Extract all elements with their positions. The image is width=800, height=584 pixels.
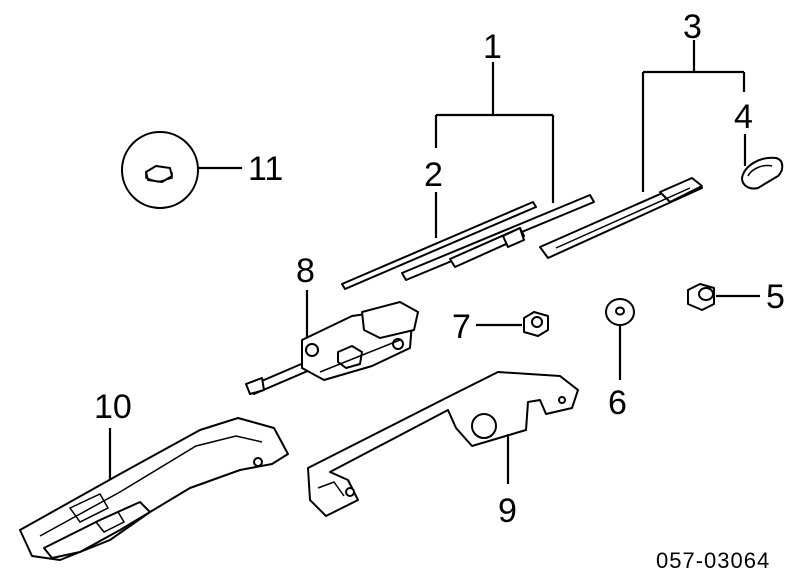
callout-6: 6 (608, 384, 627, 422)
callout-4: 4 (734, 98, 753, 136)
callout-7: 7 (452, 308, 471, 346)
bracket-1 (434, 62, 555, 203)
part-7-nut (523, 311, 549, 337)
part-4-arm-cap (741, 156, 784, 190)
part-10-motor-cover (19, 417, 289, 561)
callout-9: 9 (498, 492, 517, 530)
part-8-wiper-motor (245, 301, 419, 395)
callout-10: 10 (94, 388, 132, 426)
bracket-3 (641, 40, 746, 192)
part-9-mounting-bracket (307, 371, 579, 517)
callout-8: 8 (296, 252, 315, 290)
callout-2: 2 (424, 156, 443, 194)
part-6-washer (605, 298, 635, 326)
part-5-nut-cap (687, 283, 715, 311)
callout-3: 3 (683, 8, 702, 46)
reference-code: 057-03064 (656, 548, 770, 573)
part-2-blade-insert (341, 201, 537, 290)
part-3-wiper-arm (539, 177, 703, 259)
callout-5: 5 (766, 278, 785, 316)
callout-1: 1 (483, 28, 502, 66)
part-1-wiper-blade (401, 194, 595, 281)
callout-11: 11 (248, 150, 283, 188)
part-11-plug-inset (121, 131, 199, 209)
